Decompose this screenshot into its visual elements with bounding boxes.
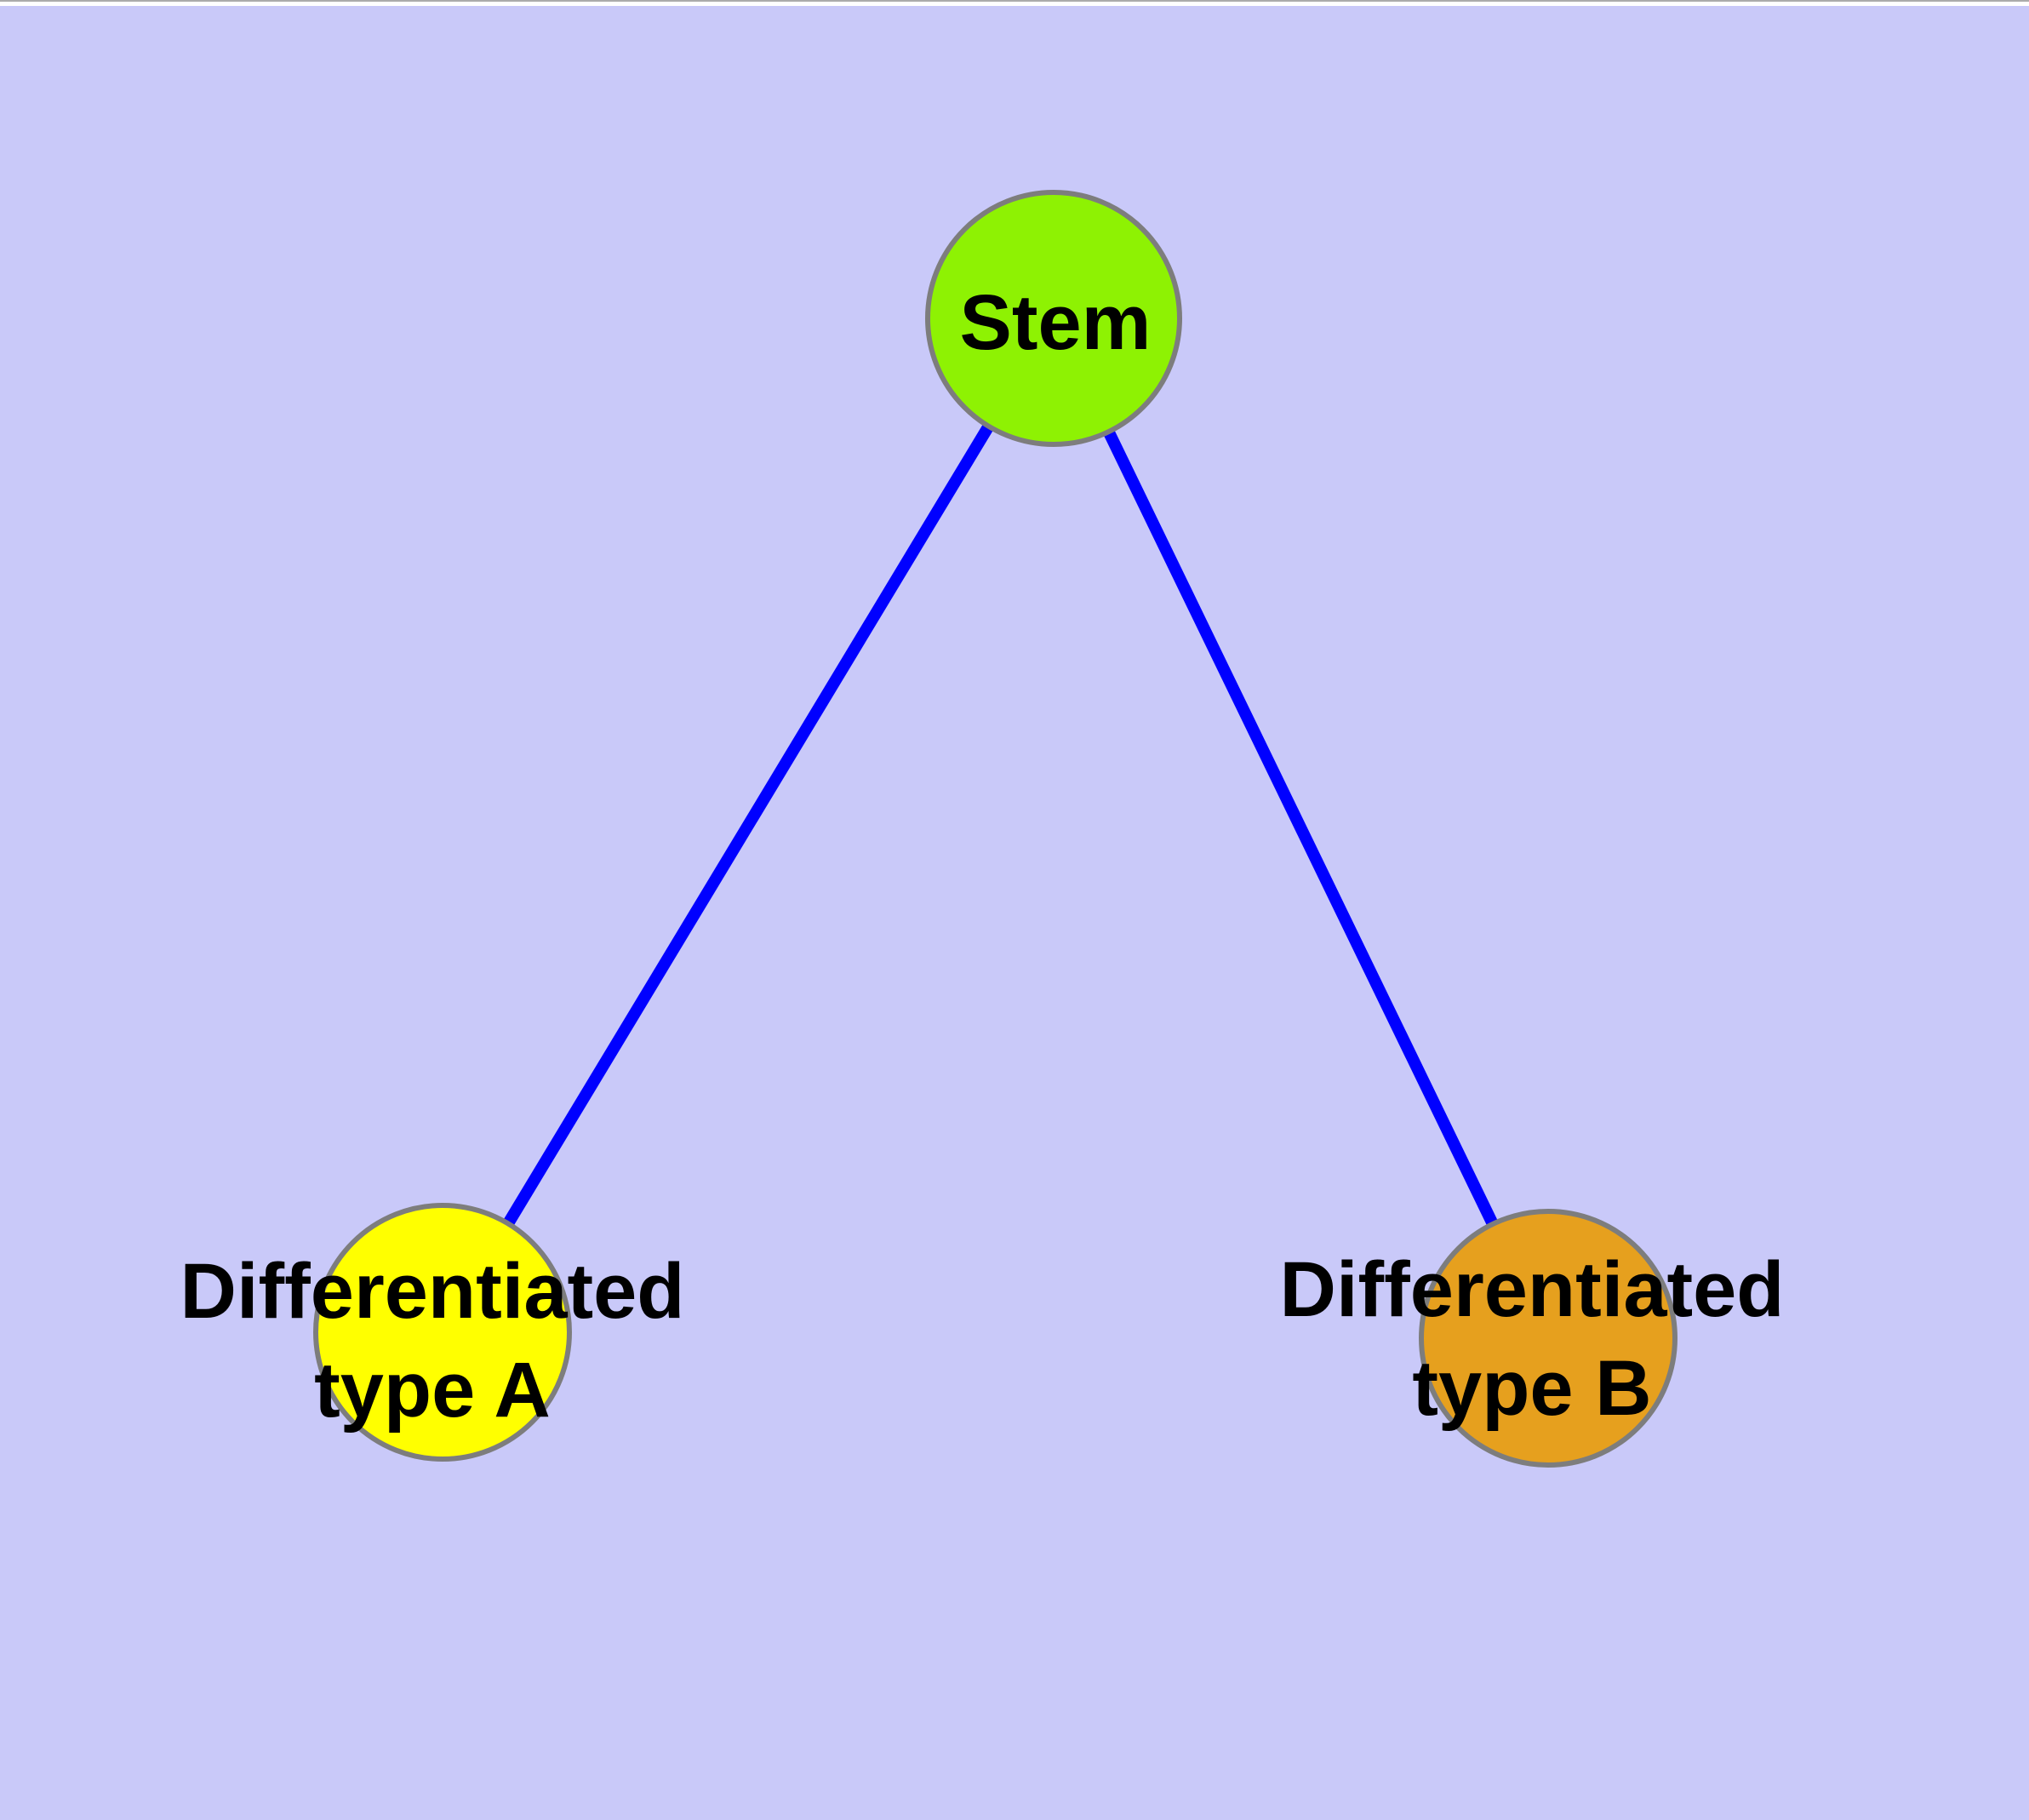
node-type-b-label-line-1: Differentiated	[1279, 1246, 1785, 1333]
node-type-a-circle	[313, 1203, 572, 1462]
node-type-b-label-line-2: type B	[1412, 1345, 1652, 1432]
graph-svg	[313, 190, 1677, 1468]
graph-canvas: Stem Differentiated type A Differentiate…	[0, 6, 2029, 1820]
edge-stem-to-type-b	[1048, 315, 1554, 1342]
edge-stem-to-type-a	[437, 315, 1059, 1336]
page-top-border	[0, 0, 2029, 4]
node-stem-label: Stem	[960, 273, 1152, 372]
node-stem-label-line: Stem	[959, 279, 1152, 366]
node-type-a-label: Differentiated type A	[180, 1242, 685, 1439]
node-type-b-label: Differentiated type B	[1280, 1240, 1785, 1438]
node-stem-circle	[925, 190, 1182, 447]
node-type-a-label-line-1: Differentiated	[180, 1248, 685, 1335]
node-type-a-label-line-2: type A	[314, 1347, 551, 1434]
node-type-b-circle	[1419, 1209, 1677, 1468]
